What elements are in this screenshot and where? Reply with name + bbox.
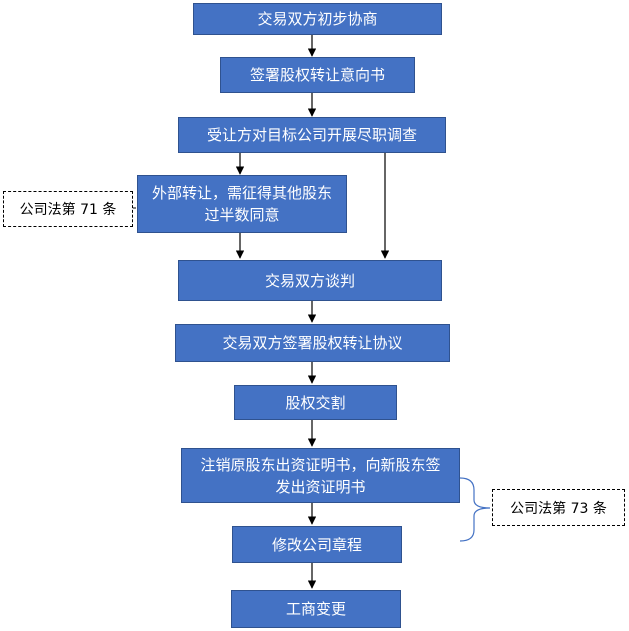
step-negotiation: 交易双方谈判	[178, 260, 442, 301]
note-label: 公司法第 71 条	[19, 202, 117, 218]
brace-bracket	[459, 477, 491, 542]
step-sign-transfer-agreement: 交易双方签署股权转让协议	[175, 324, 450, 362]
step-label-line1: 注销原股东出资证明书，向新股东签	[200, 455, 441, 474]
note-company-law-71: 公司法第 71 条	[3, 191, 133, 227]
step-label-line2: 发出资证明书	[275, 477, 366, 496]
step-sign-letter-of-intent: 签署股权转让意向书	[220, 57, 415, 93]
step-label: 交易双方初步协商	[257, 10, 378, 28]
step-capital-certificate: 注销原股东出资证明书，向新股东签 发出资证明书	[181, 448, 460, 503]
step-label-line1: 外部转让，需征得其他股东	[151, 184, 332, 202]
step-business-registration-change: 工商变更	[231, 590, 401, 628]
step-equity-delivery: 股权交割	[234, 385, 397, 420]
step-label: 签署股权转让意向书	[249, 66, 385, 84]
step-due-diligence: 受让方对目标公司开展尽职调查	[178, 117, 446, 153]
step-external-transfer-consent: 外部转让，需征得其他股东 过半数同意	[137, 175, 347, 233]
step-label: 工商变更	[285, 600, 346, 618]
step-label-line2: 过半数同意	[204, 206, 280, 224]
note-label: 公司法第 73 条	[510, 500, 607, 517]
step-initial-negotiation: 交易双方初步协商	[193, 3, 442, 35]
step-label: 交易双方签署股权转让协议	[222, 334, 403, 352]
step-label: 交易双方谈判	[264, 271, 355, 290]
step-label: 受让方对目标公司开展尽职调查	[206, 126, 417, 144]
step-label: 修改公司章程	[271, 535, 362, 554]
step-label: 股权交割	[285, 393, 346, 412]
note-company-law-73: 公司法第 73 条	[492, 489, 625, 526]
step-amend-articles: 修改公司章程	[232, 526, 402, 563]
